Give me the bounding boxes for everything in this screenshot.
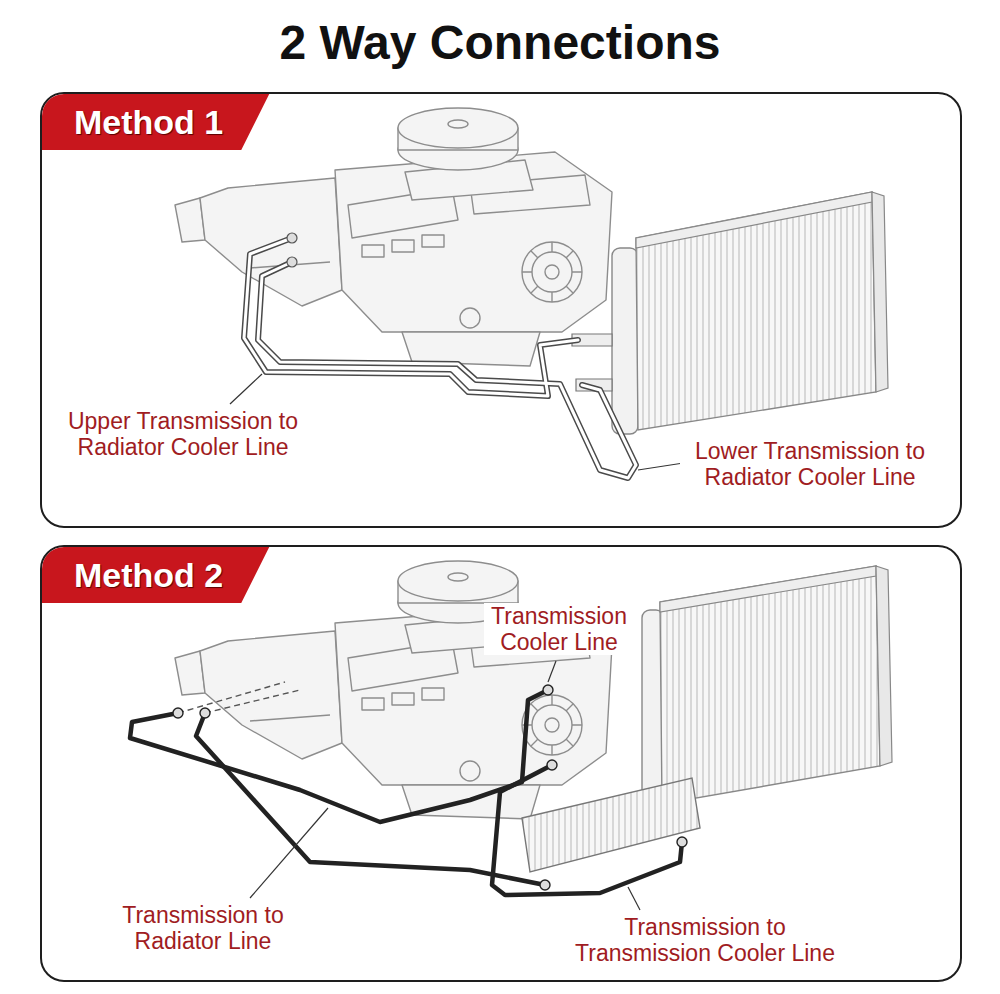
tab-shape: [42, 94, 269, 150]
leader-line: [230, 374, 262, 404]
part-label: Transmission Cooler Line: [484, 603, 634, 655]
radiator-side: [876, 566, 892, 766]
line-fitting: [173, 685, 687, 890]
leader-line: [250, 808, 328, 898]
radiator-header: [636, 192, 872, 248]
line-fitting: [287, 233, 297, 243]
radiator-core: [636, 192, 876, 430]
tab-shape: [42, 547, 269, 603]
radiator-header: [660, 566, 876, 612]
leader-line: [548, 661, 556, 682]
cooler-line: [492, 765, 682, 895]
lower-cooler-line: [258, 262, 636, 478]
cooler-lines: [130, 690, 682, 895]
part-label: Transmission to Radiator Line: [108, 902, 298, 954]
radiator-tank: [612, 248, 638, 434]
cooler-line: [130, 690, 548, 822]
diagram-title: 2 Way Connections: [0, 14, 1000, 72]
upper-cooler-line: [244, 238, 578, 396]
lower-cooler-line: [258, 262, 636, 478]
line-fitting: [173, 708, 183, 718]
leader-line: [628, 887, 640, 910]
part-label: Upper Transmission to Radiator Cooler Li…: [58, 408, 308, 460]
upper-cooler-line: [244, 238, 578, 396]
dashed-connection: [178, 682, 300, 713]
radiator-side: [872, 192, 888, 392]
line-fitting: [547, 760, 557, 770]
transmission-cooler: [522, 778, 700, 872]
line-fitting: [200, 708, 210, 718]
method-heading: Method 2: [74, 555, 223, 595]
line-fitting: [540, 880, 550, 890]
line-fitting: [677, 837, 687, 847]
line-fitting: [287, 257, 297, 267]
radiator-core: [660, 566, 880, 804]
line-fitting: [543, 685, 553, 695]
part-label: Transmission to Transmission Cooler Line: [565, 914, 845, 966]
method-heading: Method 1: [74, 102, 223, 142]
part-label: Lower Transmission to Radiator Cooler Li…: [680, 438, 940, 490]
